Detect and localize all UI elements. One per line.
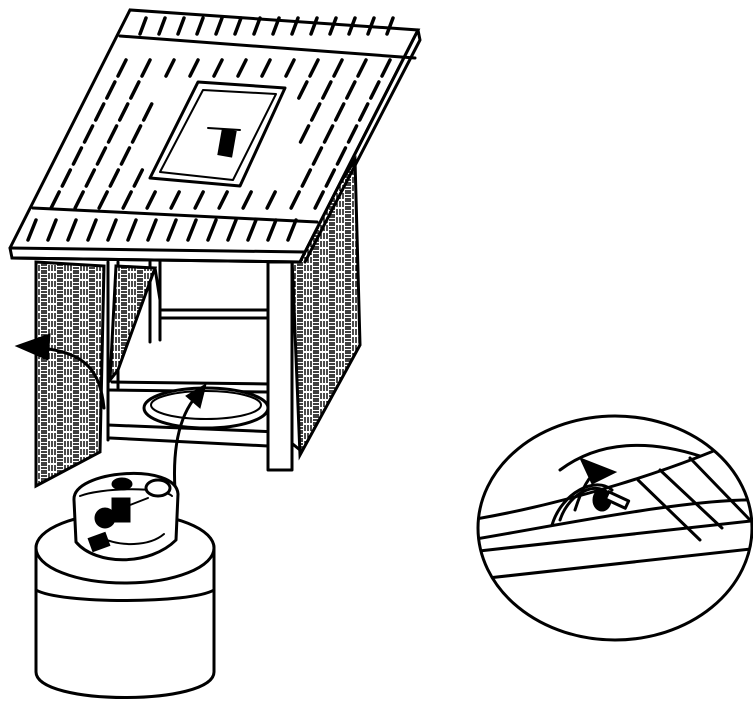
hose-detail-callout xyxy=(470,416,753,640)
cabinet-door xyxy=(36,262,160,486)
tank-holder-ring xyxy=(144,388,268,428)
propane-tank xyxy=(36,473,214,697)
